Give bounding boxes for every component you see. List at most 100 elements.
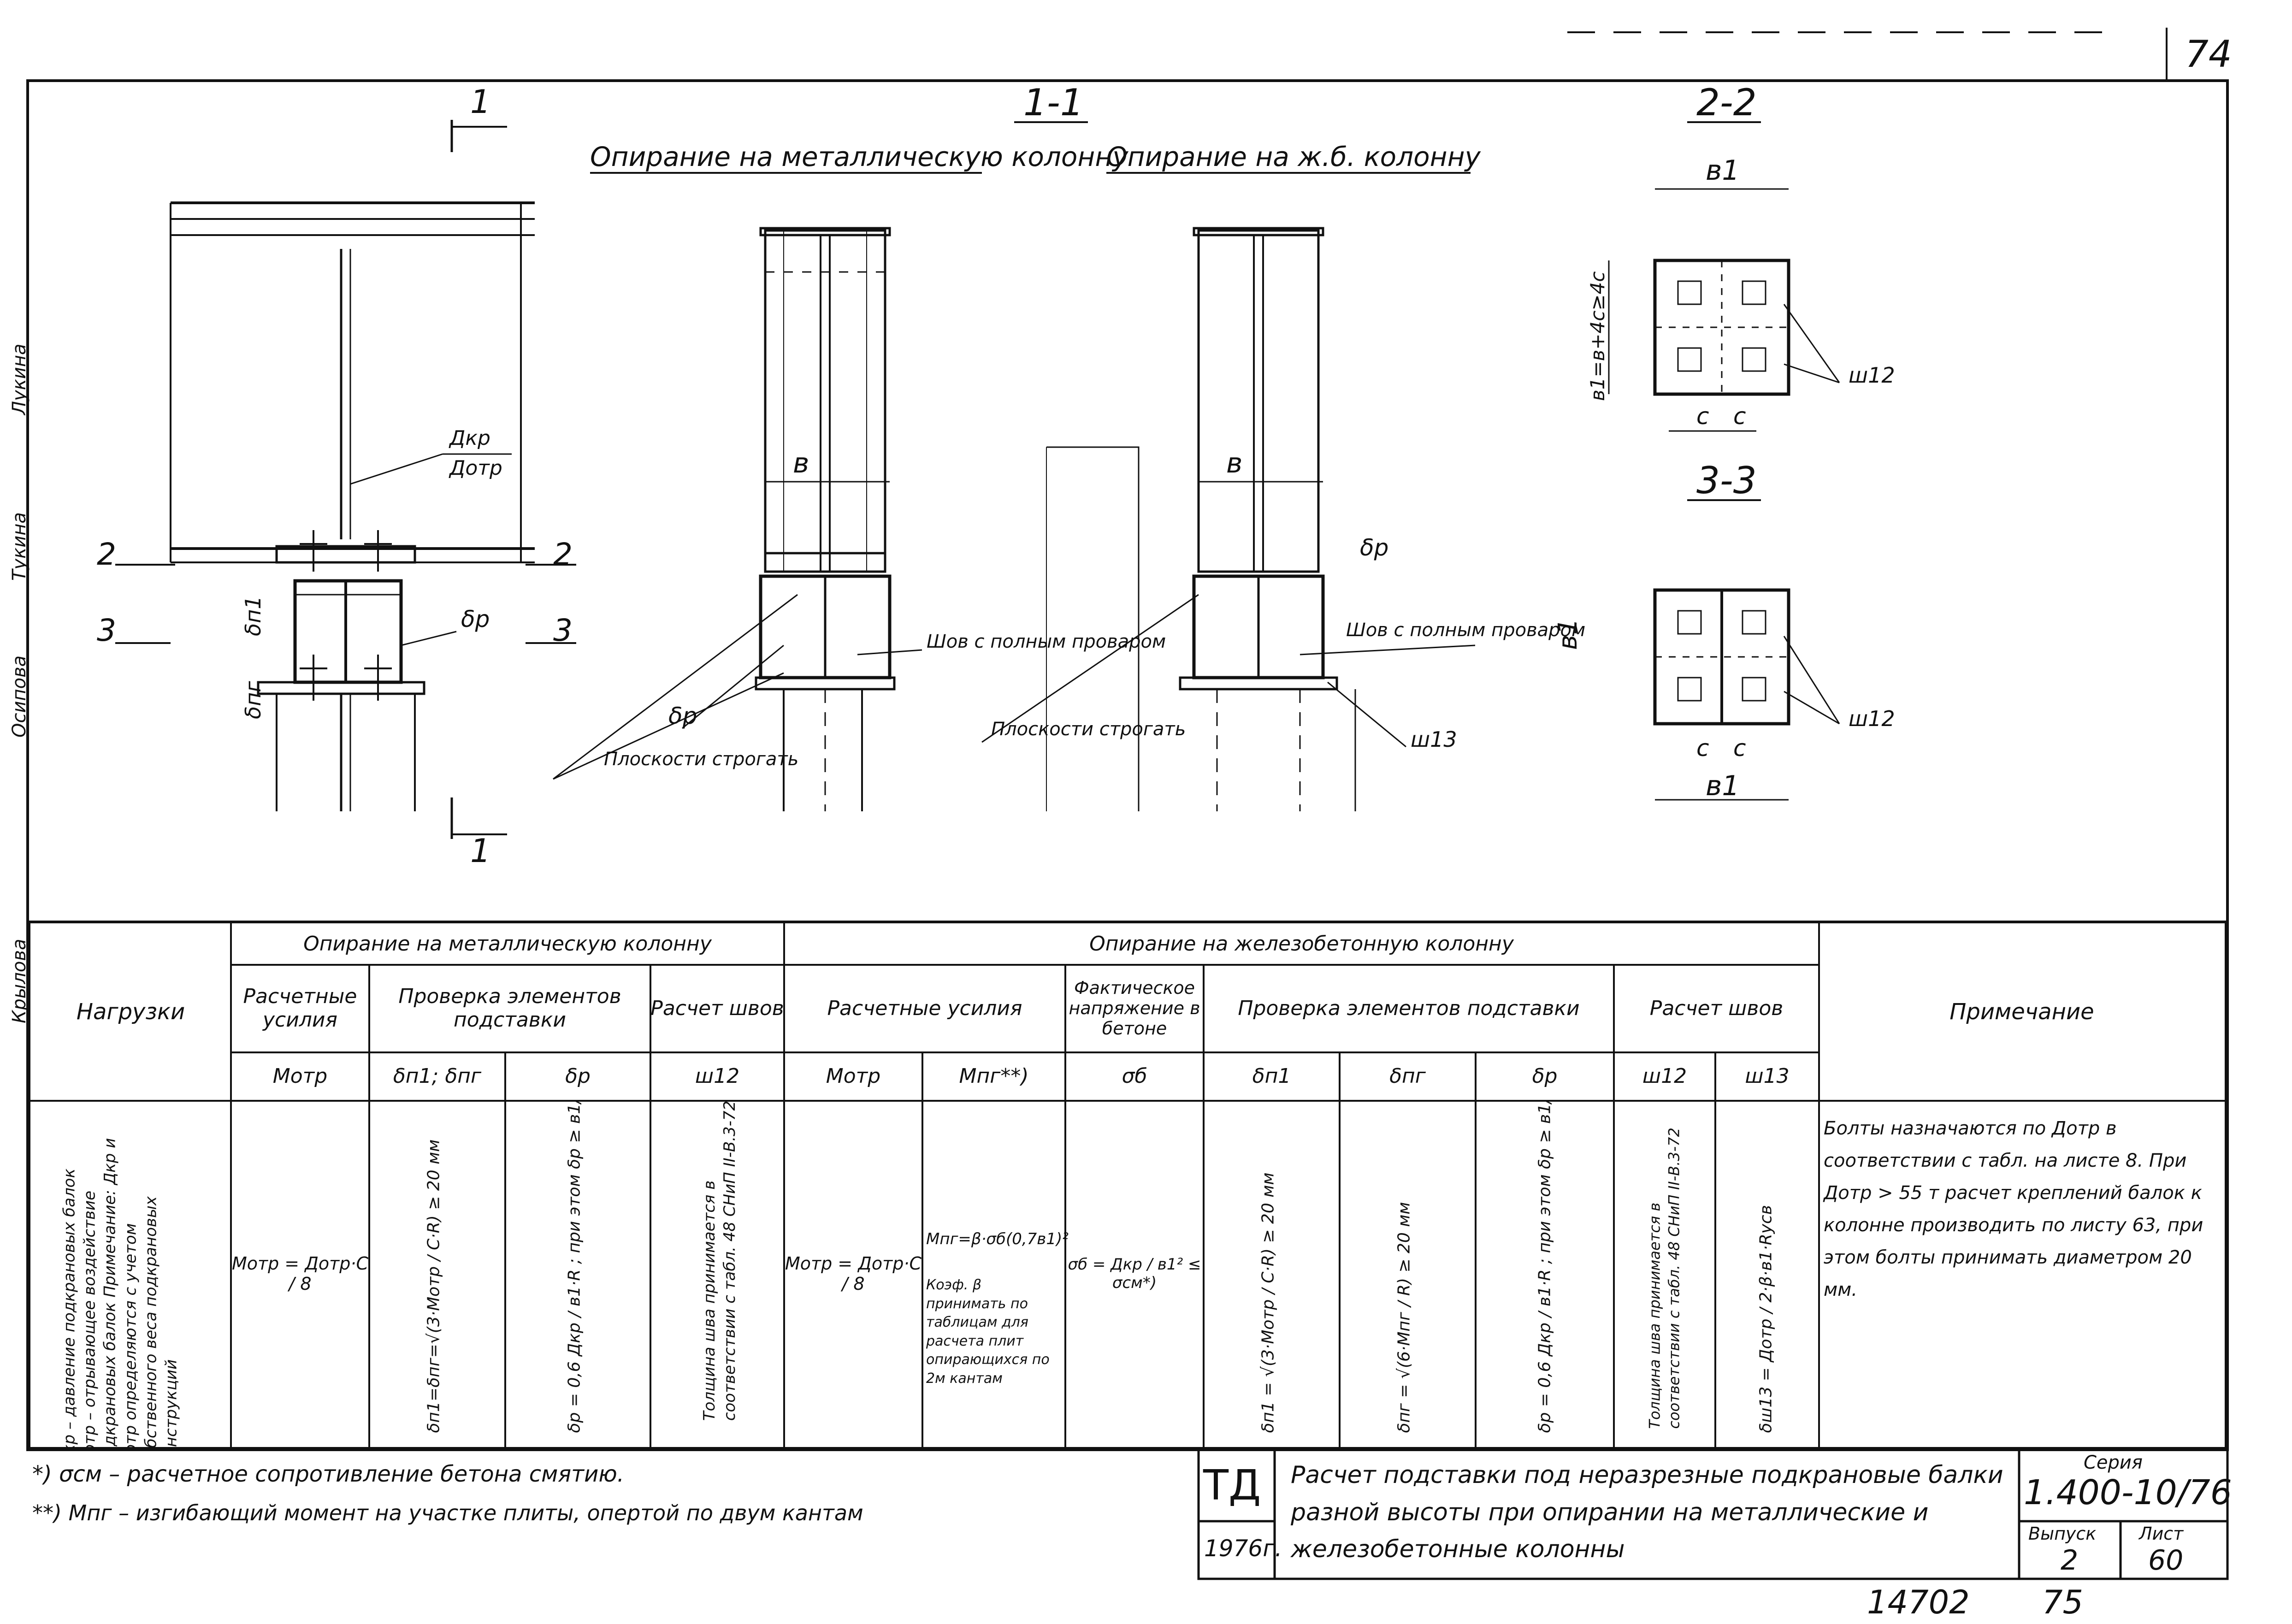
dim-b1-3-3: в1 xyxy=(1706,770,1740,802)
section-1-1-concrete: Опирание на ж.б. колонну в δр Шов с полн… xyxy=(981,141,1585,811)
formula-weld12: Толщина шва принимается в соответствии с… xyxy=(700,1101,739,1421)
cell-weld12-2: Толщина шва принимается в соответствии с… xyxy=(1614,1101,1715,1447)
cell-formula-dr2: δр = 0,6 Дкр / в1·R ; при этом δр ≥ в1/3… xyxy=(1476,1101,1614,1447)
sheet-label: Лист xyxy=(2139,1524,2184,1544)
sym-m-otr-2: Мотр xyxy=(826,1064,881,1088)
cell-weld13: δш13 = Дотр / 2·β·в1·Ryсв xyxy=(1715,1101,1819,1447)
label-d-kr: Дкр xyxy=(449,426,490,450)
section-1-1-metal: 1-1 Опирание на металлическую колонну в … xyxy=(553,81,1166,811)
issue-label: Выпуск xyxy=(2028,1524,2097,1544)
header-calc-forces-concrete: Расчетные усилия xyxy=(827,996,1022,1020)
sym-m-pg: Мпг**) xyxy=(959,1064,1029,1088)
sym-dr: δр xyxy=(565,1064,591,1088)
elevation-view: 1 1 2 2 3 3 Дкр Дотр δп1 δпг δр xyxy=(97,83,576,870)
weld-label-concrete: Шов с полным проваром xyxy=(1346,620,1585,641)
formula-m-otr-2: Мотр = Дотр·С / 8 xyxy=(785,1253,922,1294)
cell-formula-dr: δр = 0,6 Дкр / в1·R ; при этом δр ≥ в1/3… xyxy=(505,1101,650,1447)
delta-r-concrete: δр xyxy=(1360,534,1388,561)
section-2-2: 2-2 в1 в1=в+4с≥4с с с ш12 xyxy=(1586,81,1895,432)
sym-sh13: ш13 xyxy=(1745,1064,1790,1088)
section-2-2-label: 2-2 xyxy=(1696,81,1757,124)
footnote-2: **) Мпг – изгибающий момент на участке п… xyxy=(32,1500,863,1525)
sym-dp1-dp2: δп1; δпг xyxy=(393,1064,482,1088)
dim-b1-3-3-side: в1 xyxy=(1553,618,1583,650)
header-check-concrete: Проверка элементов подставки xyxy=(1238,996,1580,1020)
label-delta-r: δр xyxy=(461,606,490,632)
dim-c-3: с xyxy=(1696,735,1709,762)
td-label: ТД xyxy=(1203,1461,1261,1510)
formula-sigma: σб = Дкр / в1² ≤ σсм*) xyxy=(1068,1255,1201,1292)
metal-support-title: Опирание на металлическую колонну xyxy=(590,141,1128,172)
header-loads: Нагрузки xyxy=(76,998,185,1025)
header-calc-forces-metal: Расчетные усилия xyxy=(243,985,357,1032)
formula-weld13: δш13 = Дотр / 2·β·в1·Ryсв xyxy=(1756,1205,1776,1433)
section-3-3: 3-3 в1 в1 с с ш12 xyxy=(1553,459,1895,802)
formula-dp: δп1=δпг=√(3·Мотр / С·R) ≥ 20 мм xyxy=(424,1139,443,1433)
header-weld-concrete: Расчет швов xyxy=(1649,996,1784,1020)
cell-loads: Дкр – давление подкрановых балок Дотр – … xyxy=(30,1101,231,1447)
sh12-label-3-3: ш12 xyxy=(1849,706,1895,731)
dim-c-1: с xyxy=(1696,403,1709,430)
dim-c-4: с xyxy=(1733,735,1746,762)
sym-m-otr: Мотр xyxy=(272,1064,328,1088)
margin-stamp-4: Крылова xyxy=(9,939,30,1024)
note-text: Болты назначаются по Дотр в соответствии… xyxy=(1824,1118,2203,1300)
sym-sigma-b: σб xyxy=(1122,1064,1147,1088)
cell-weld12: Толщина шва принимается в соответствии с… xyxy=(650,1101,784,1447)
margin-stamp-2: Тукина xyxy=(9,512,30,581)
formula-dp1: δп1 = √(3·Мотр / С·R) ≥ 20 мм xyxy=(1258,1172,1278,1433)
planes-label-concrete: Плоскости строгать xyxy=(991,719,1186,740)
dim-b-concrete: в xyxy=(1226,447,1242,479)
section-3-3-label: 3-3 xyxy=(1696,459,1757,502)
label-delta-p2: δпг xyxy=(241,681,266,719)
cell-formula-dpg: δпг = √(6·Мпг / R) ≥ 20 мм xyxy=(1340,1101,1476,1447)
formula-dr: δр = 0,6 Дкр / в1·R ; при этом δр ≥ в1/3… xyxy=(565,1101,584,1433)
sh13-label: ш13 xyxy=(1411,727,1457,752)
cut-mark-2-right: 2 xyxy=(553,537,573,572)
bottom-number-left: 14702 xyxy=(1867,1583,1970,1621)
formula-weld12-2: Толщина шва принимается в соответствии с… xyxy=(1646,1128,1683,1429)
header-weld-metal: Расчет швов xyxy=(650,996,784,1020)
cut-mark-bottom: 1 xyxy=(470,832,491,870)
cell-formula-dp1: δп1 = √(3·Мотр / С·R) ≥ 20 мм xyxy=(1204,1101,1340,1447)
margin-stamp-1: Лукина xyxy=(9,343,30,416)
planes-label-metal: Плоскости строгать xyxy=(604,749,798,770)
loads-text: Дкр – давление подкрановых балок Дотр – … xyxy=(60,1138,181,1447)
header-group-concrete: Опирание на железобетонную колонну xyxy=(1089,932,1514,956)
sym-sh12: ш12 xyxy=(695,1064,740,1088)
sheet-title: Расчет подставки под неразрезные подкран… xyxy=(1291,1461,2003,1564)
corner-number: 74 xyxy=(2185,33,2232,76)
formula-dpg: δпг = √(6·Мпг / R) ≥ 20 мм xyxy=(1394,1202,1414,1433)
header-actual-stress: Фактическое напряжение в бетоне xyxy=(1069,978,1200,1039)
sheet-value: 60 xyxy=(2148,1544,2184,1577)
footnote-1: *) σсм – расчетное сопротивление бетона … xyxy=(32,1461,624,1487)
formula-dr2: δр = 0,6 Дкр / в1·R ; при этом δр ≥ в1/3… xyxy=(1535,1101,1554,1433)
dim-c-2: с xyxy=(1733,403,1746,430)
cut-mark-3-left: 3 xyxy=(97,613,116,648)
cell-formula-dp: δп1=δпг=√(3·Мотр / С·R) ≥ 20 мм xyxy=(369,1101,505,1447)
bottom-number-right: 75 xyxy=(2042,1583,2083,1621)
series-label: Серия xyxy=(2084,1452,2143,1473)
sym-dpg: δпг xyxy=(1389,1064,1426,1088)
formula-m-pg: Мпг=β·σб(0,7в1)² xyxy=(926,1230,1069,1248)
sym-dr-2: δр xyxy=(1532,1064,1558,1088)
dim-b-metal: в xyxy=(793,447,809,479)
cell-m-pg: Мпг=β·σб(0,7в1)² Коэф. β принимать по та… xyxy=(922,1101,1069,1447)
header-group-metal: Опирание на металлическую колонну xyxy=(303,932,712,956)
sym-sh12-2: ш12 xyxy=(1642,1064,1687,1088)
sym-dp1: δп1 xyxy=(1252,1064,1291,1088)
cut-mark-2-left: 2 xyxy=(97,537,116,572)
cut-mark-3-right: 3 xyxy=(553,613,573,648)
label-d-otr: Дотр xyxy=(449,456,502,480)
dim-b1-formula: в1=в+4с≥4с xyxy=(1586,272,1609,401)
formula-m-otr: Мотр = Дотр·С / 8 xyxy=(231,1253,369,1294)
cut-mark-top: 1 xyxy=(470,83,491,121)
series-value: 1.400-10/76 xyxy=(2024,1473,2232,1512)
dim-b1-2-2: в1 xyxy=(1706,154,1740,187)
table-grid xyxy=(30,923,2225,1447)
label-delta-p1: δп1 xyxy=(241,596,266,637)
issue-value: 2 xyxy=(2061,1544,2079,1577)
margin-stamp-3: Осипова xyxy=(9,656,30,738)
delta-r-metal: δр xyxy=(668,703,697,729)
